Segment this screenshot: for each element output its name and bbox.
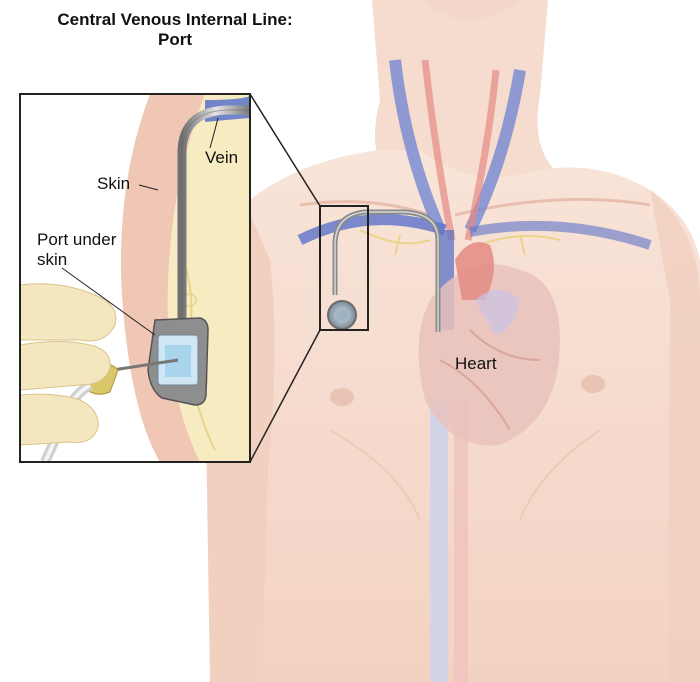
diagram-title: Central Venous Internal Line: Port (10, 10, 340, 50)
skin-label: Skin (97, 174, 130, 194)
port-label-line-2: skin (37, 250, 67, 270)
title-line-2: Port (10, 30, 340, 50)
heart-label: Heart (455, 354, 497, 374)
port-label-line-1: Port under (37, 230, 116, 250)
title-line-1: Central Venous Internal Line: (10, 10, 340, 30)
vein-label: Vein (205, 148, 238, 168)
